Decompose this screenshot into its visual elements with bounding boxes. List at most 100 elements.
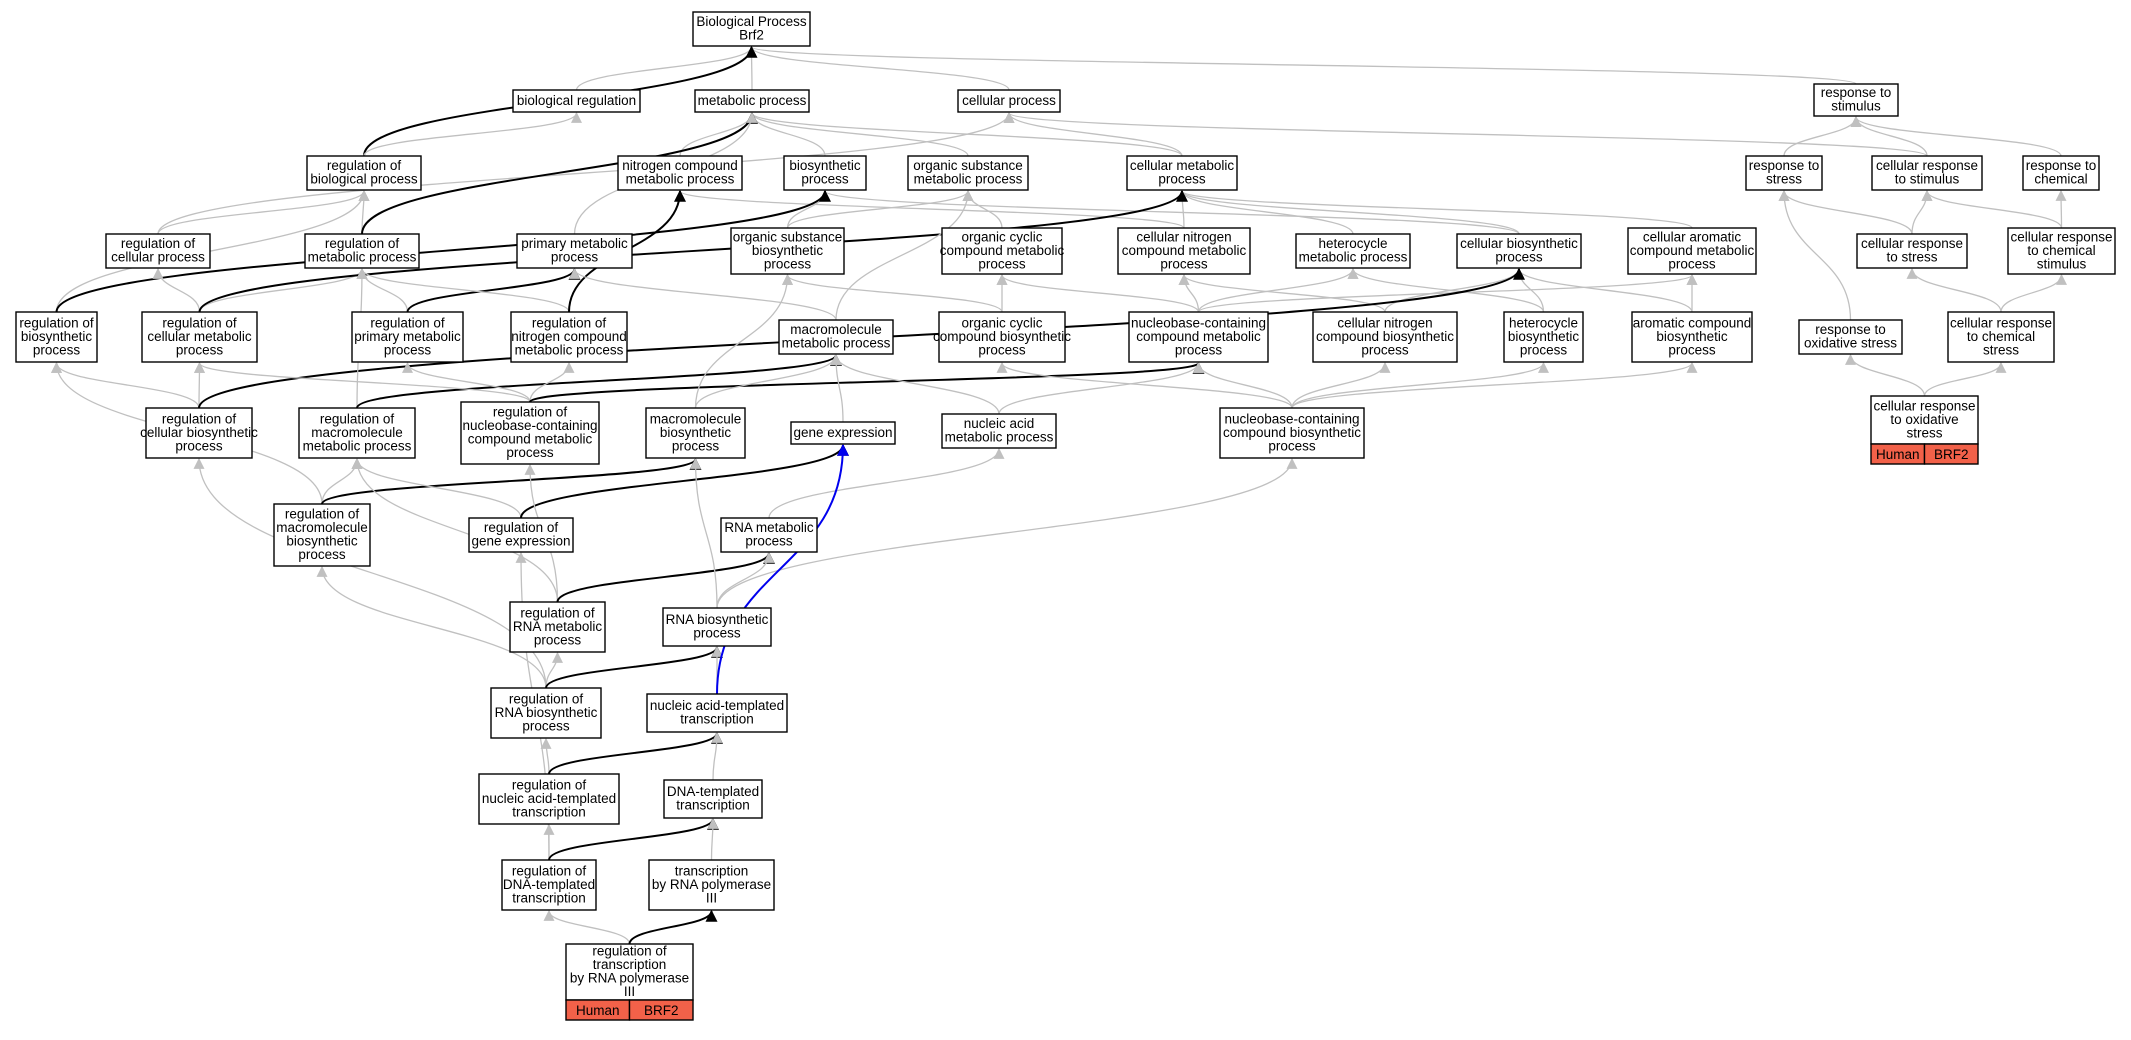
term-node-regnuc[interactable]: regulation ofnucleobase-containingcompou…	[460, 401, 600, 465]
term-node-metproc[interactable]: metabolic process	[694, 89, 810, 113]
term-label-line: stimulus	[1831, 99, 1881, 114]
term-box	[468, 517, 574, 553]
term-label-line: regulation of	[532, 315, 607, 330]
term-label-line: cellular response	[1873, 398, 1975, 413]
edge-regmacrobio-to-macrobio	[321, 457, 702, 505]
term-box	[1627, 227, 1757, 275]
term-label-line: cellular metabolic	[147, 329, 252, 344]
term-box	[298, 407, 416, 459]
term-label-line: regulation of	[520, 605, 595, 620]
term-label-line: compound metabolic	[940, 243, 1065, 258]
term-label-line: cellular response	[1876, 158, 1978, 173]
term-label-line: process	[298, 547, 346, 562]
term-label-line: biosynthetic	[1656, 329, 1728, 344]
term-node-bioreg[interactable]: biological regulation	[512, 89, 641, 113]
edge-natt-to-geneexp	[716, 443, 849, 695]
edge-rnamet-to-nucacidmet	[768, 447, 1005, 519]
term-label-line: nucleobase-containing	[1224, 411, 1359, 426]
term-label-line: response to	[1821, 85, 1892, 100]
annotation-species: Human	[1876, 447, 1920, 462]
term-label-line: nitrogen compound	[511, 329, 627, 344]
term-label-line: III	[706, 890, 717, 905]
term-label-line: process	[522, 718, 570, 733]
term-label-line: DNA-templated	[503, 877, 595, 892]
term-box	[145, 407, 253, 459]
term-label-line: nucleobase-containing	[1131, 315, 1266, 330]
term-label-line: aromatic compound	[1633, 315, 1752, 330]
term-label-line: macromolecule	[650, 411, 742, 426]
term-node-cellproc[interactable]: cellular process	[957, 89, 1061, 113]
term-box	[941, 227, 1063, 275]
term-label-line: metabolic process	[1299, 250, 1408, 265]
term-node-regmacrobio[interactable]: regulation ofmacromoleculebiosyntheticpr…	[273, 503, 371, 567]
term-label-line: cellular response	[1861, 236, 1963, 251]
term-label-line: Biological Process	[696, 14, 807, 29]
term-label-line: response to	[1815, 322, 1886, 337]
term-box	[790, 421, 896, 445]
term-label-line: regulation of	[162, 411, 237, 426]
annotation-cell	[628, 999, 694, 1021]
edge-regnuc-to-regprim	[402, 361, 531, 403]
term-box	[273, 503, 371, 567]
term-label-line: transcription	[680, 712, 754, 727]
edge-nucmet-to-orgcyc	[996, 273, 1200, 313]
edge-orgsub-to-metproc	[746, 111, 969, 157]
term-box	[1312, 311, 1458, 363]
edge-regrnamet-to-regmacromet	[351, 457, 559, 603]
edge-rnabio-to-nucbio	[716, 457, 1298, 609]
edge-cellrespchem-to-cellrespstress	[1906, 267, 2002, 313]
term-node-geneexp[interactable]: gene expression	[790, 421, 896, 445]
